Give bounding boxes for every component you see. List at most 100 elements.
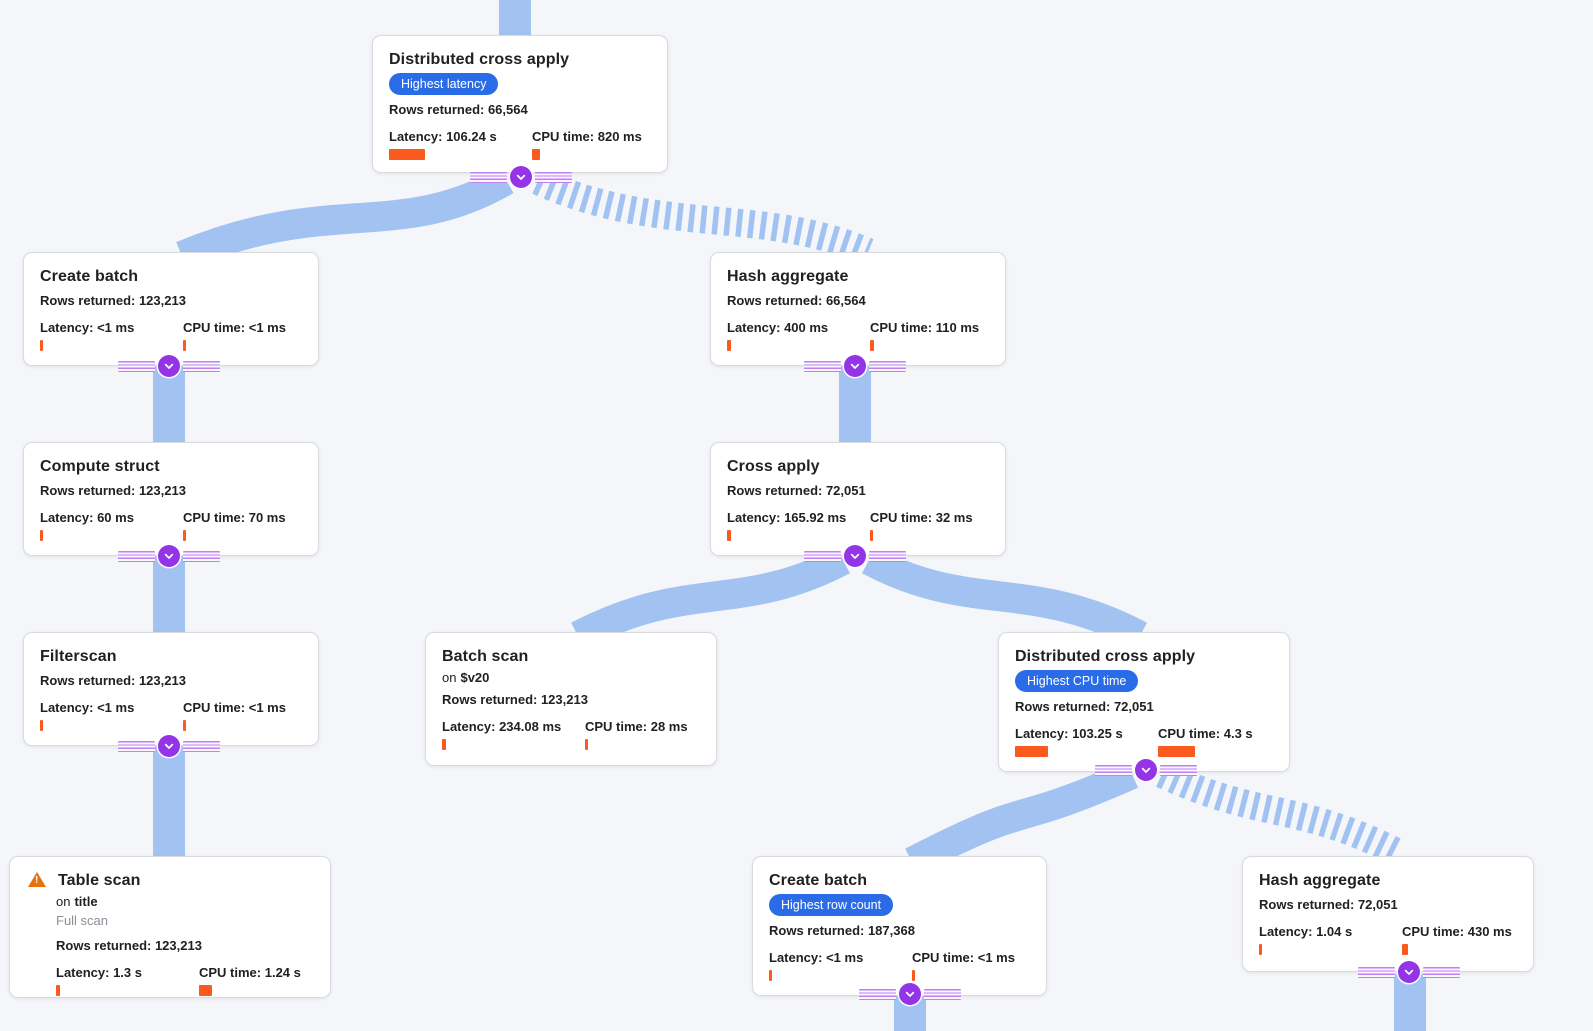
stripes-right xyxy=(535,171,572,183)
highest-row-count-badge: Highest row count xyxy=(769,894,894,916)
chevron-down-icon xyxy=(1404,969,1414,975)
latency-metric: Latency: 400 ms xyxy=(727,320,857,351)
scan-note: Full scan xyxy=(56,913,109,928)
latency-bar xyxy=(1015,746,1048,757)
node-title: Filterscan xyxy=(40,648,117,665)
stripes-left xyxy=(118,550,155,562)
expand-collapse-button[interactable] xyxy=(804,355,906,377)
expand-collapse-button[interactable] xyxy=(118,735,220,757)
plan-node-batch-scan[interactable]: Batch scan on$v20 Rows returned: 123,213… xyxy=(425,632,717,766)
rows-returned: Rows returned: 66,564 xyxy=(727,293,866,308)
rows-returned: Rows returned: 123,213 xyxy=(40,293,186,308)
node-title: Hash aggregate xyxy=(727,268,849,285)
plan-node-cross-apply[interactable]: Cross apply Rows returned: 72,051 Latenc… xyxy=(710,442,1006,556)
latency-label: Latency: <1 ms xyxy=(40,700,135,715)
plan-node-hash-aggregate-2[interactable]: Hash aggregate Rows returned: 72,051 Lat… xyxy=(1242,856,1534,972)
expand-collapse-button[interactable] xyxy=(859,983,961,1005)
rows-returned: Rows returned: 123,213 xyxy=(40,483,186,498)
plan-node-distributed-cross-apply-1[interactable]: Distributed cross apply Highest latency … xyxy=(372,35,668,173)
cpu-time-bar xyxy=(870,530,873,541)
expand-collapse-button[interactable] xyxy=(804,545,906,567)
node-title: Compute struct xyxy=(40,458,160,475)
latency-label: Latency: 1.04 s xyxy=(1259,924,1353,939)
latency-metric: Latency: 234.08 ms xyxy=(442,719,572,750)
latency-metric: Latency: 106.24 s xyxy=(389,129,519,160)
edge-dca2-to-hash-aggregate2 xyxy=(1156,761,1407,867)
cpu-metric: CPU time: 430 ms xyxy=(1402,924,1517,955)
cpu-time-label: CPU time: 4.3 s xyxy=(1158,726,1253,741)
rows-returned: Rows returned: 66,564 xyxy=(389,102,528,117)
expand-collapse-button[interactable] xyxy=(118,545,220,567)
stripes-right xyxy=(183,360,220,372)
scan-target: on$v20 xyxy=(442,670,490,685)
chevron-down-icon xyxy=(850,553,860,559)
stripes-left xyxy=(1358,966,1395,978)
node-title: Create batch xyxy=(40,268,139,285)
plan-node-distributed-cross-apply-2[interactable]: Distributed cross apply Highest CPU time… xyxy=(998,632,1290,772)
latency-bar xyxy=(40,340,43,351)
latency-metric: Latency: 165.92 ms xyxy=(727,510,857,541)
stripes-right xyxy=(924,988,961,1000)
node-title: Create batch xyxy=(769,872,868,889)
node-title: Cross apply xyxy=(727,458,820,475)
stripes-right xyxy=(869,550,906,562)
highest-latency-badge: Highest latency xyxy=(389,73,499,95)
cpu-time-bar xyxy=(870,340,874,351)
expand-collapse-button[interactable] xyxy=(470,166,572,188)
latency-metric: Latency: 1.3 s xyxy=(56,965,186,996)
chevron-down-icon xyxy=(850,363,860,369)
cpu-time-bar xyxy=(1402,944,1408,955)
node-title: Distributed cross apply xyxy=(389,51,570,68)
chevron-down-icon xyxy=(164,743,174,749)
plan-node-compute-struct[interactable]: Compute struct Rows returned: 123,213 La… xyxy=(23,442,319,556)
rows-returned: Rows returned: 123,213 xyxy=(442,692,588,707)
edge-dca2-to-create-batch2 xyxy=(905,760,1139,876)
stripes-left xyxy=(1095,764,1132,776)
stripes-right xyxy=(183,550,220,562)
cpu-time-label: CPU time: 32 ms xyxy=(870,510,973,525)
stripes-left xyxy=(118,360,155,372)
node-title: Hash aggregate xyxy=(1259,872,1381,889)
expand-collapse-button[interactable] xyxy=(1095,759,1197,781)
expand-collapse-button[interactable] xyxy=(118,355,220,377)
latency-bar xyxy=(1259,944,1262,955)
warning-icon xyxy=(28,872,46,887)
cpu-metric: CPU time: 28 ms xyxy=(585,719,700,750)
latency-bar xyxy=(769,970,772,981)
node-title: Distributed cross apply xyxy=(1015,648,1196,665)
cpu-metric: CPU time: 70 ms xyxy=(183,510,302,541)
latency-metric: Latency: 103.25 s xyxy=(1015,726,1145,757)
latency-bar xyxy=(56,985,60,996)
stripes-right xyxy=(869,360,906,372)
plan-node-filterscan[interactable]: Filterscan Rows returned: 123,213 Latenc… xyxy=(23,632,319,746)
cpu-time-label: CPU time: 28 ms xyxy=(585,719,688,734)
stripes-left xyxy=(804,550,841,562)
latency-metric: Latency: 60 ms xyxy=(40,510,170,541)
expand-collapse-button[interactable] xyxy=(1358,961,1460,983)
latency-metric: Latency: 1.04 s xyxy=(1259,924,1389,955)
cpu-metric: CPU time: 32 ms xyxy=(870,510,989,541)
cpu-time-label: CPU time: <1 ms xyxy=(912,950,1015,965)
cpu-time-label: CPU time: 70 ms xyxy=(183,510,286,525)
cpu-metric: CPU time: 4.3 s xyxy=(1158,726,1273,757)
latency-metric: Latency: <1 ms xyxy=(40,700,170,731)
cpu-metric: CPU time: 110 ms xyxy=(870,320,989,351)
plan-node-create-batch-1[interactable]: Create batch Rows returned: 123,213 Late… xyxy=(23,252,319,366)
latency-label: Latency: 165.92 ms xyxy=(727,510,847,525)
cpu-time-bar xyxy=(585,739,588,750)
rows-returned: Rows returned: 123,213 xyxy=(40,673,186,688)
cpu-time-bar xyxy=(183,340,186,351)
latency-metric: Latency: <1 ms xyxy=(40,320,170,351)
chevron-down-icon xyxy=(1141,767,1151,773)
latency-bar xyxy=(40,530,43,541)
cpu-time-bar xyxy=(1158,746,1195,757)
plan-node-hash-aggregate-1[interactable]: Hash aggregate Rows returned: 66,564 Lat… xyxy=(710,252,1006,366)
chevron-down-icon xyxy=(905,991,915,997)
stripes-left xyxy=(470,171,507,183)
latency-label: Latency: 106.24 s xyxy=(389,129,497,144)
latency-metric: Latency: <1 ms xyxy=(769,950,899,981)
plan-node-create-batch-2[interactable]: Create batch Highest row count Rows retu… xyxy=(752,856,1047,996)
